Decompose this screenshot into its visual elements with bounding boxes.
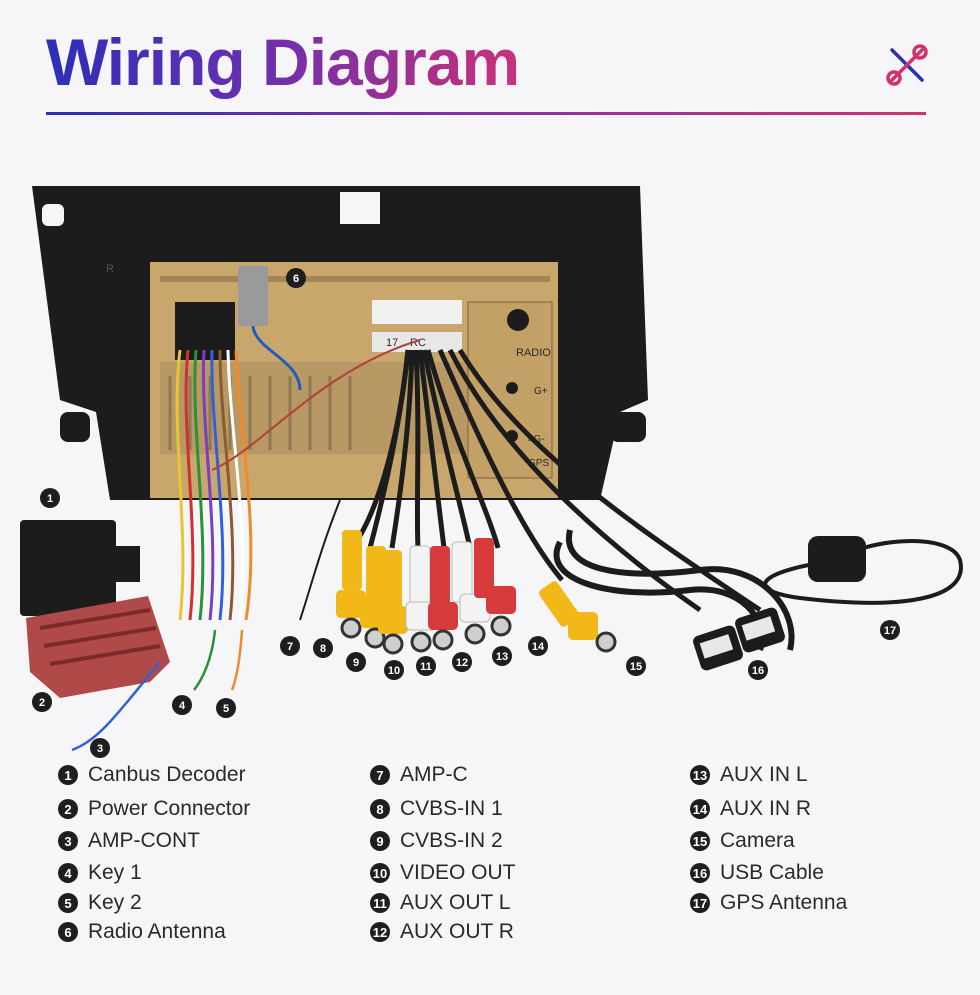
legend-item: 12 AUX OUT R (370, 920, 514, 944)
tools-icon (886, 44, 928, 86)
gps-antenna (763, 536, 963, 605)
callout-9: 9 (353, 657, 359, 669)
legend-number: 8 (370, 799, 390, 819)
callout-14: 14 (532, 641, 545, 653)
legend-number: 9 (370, 831, 390, 851)
legend-label: Key 1 (88, 861, 142, 884)
unit-label-gps: GPS (528, 458, 549, 469)
legend-label: AUX OUT R (400, 920, 514, 943)
legend-item: 7 AMP-C (370, 763, 468, 787)
legend-label: AUX IN L (720, 763, 808, 786)
legend-item: 2 Power Connector (58, 797, 250, 821)
unit-label-r: R (106, 263, 114, 275)
legend-label: Power Connector (88, 797, 251, 820)
canbus-decoder (20, 520, 116, 616)
legend-item: 1 Canbus Decoder (58, 763, 246, 787)
callout-6: 6 (293, 273, 299, 285)
legend-label: AUX IN R (720, 797, 812, 820)
legend-item: 16 USB Cable (690, 861, 824, 885)
legend-item: 10 VIDEO OUT (370, 861, 516, 885)
callout-10: 10 (388, 665, 400, 677)
legend-label: USB Cable (720, 861, 824, 884)
rca-bundle (299, 348, 762, 621)
legend-number: 16 (690, 863, 710, 883)
legend-label: Camera (720, 829, 795, 852)
legend-label: Radio Antenna (88, 920, 226, 943)
callout-2: 2 (39, 697, 45, 709)
legend-number: 3 (58, 831, 78, 851)
callout-7: 7 (287, 641, 293, 653)
unit-label-radio: RADIO (516, 347, 551, 359)
unit-label-17: 17 (386, 337, 398, 349)
usb-cables (553, 529, 795, 671)
legend-item: 11 AUX OUT L (370, 891, 510, 915)
callout-8: 8 (320, 643, 326, 655)
legend-number: 2 (58, 799, 78, 819)
callout-15: 15 (630, 661, 642, 673)
legend-number: 13 (690, 765, 710, 785)
power-connector (26, 596, 170, 698)
title-divider (46, 112, 926, 115)
legend-item: 14 AUX IN R (690, 797, 811, 821)
legend-label: AMP-CONT (88, 829, 200, 852)
legend-number: 1 (58, 765, 78, 785)
callout-12: 12 (456, 657, 468, 669)
legend-label: GPS Antenna (720, 891, 848, 914)
callout-5: 5 (223, 703, 229, 715)
legend-item: 8 CVBS-IN 1 (370, 797, 503, 821)
legend-label: Key 2 (88, 891, 142, 914)
legend-item: 15 Camera (690, 829, 795, 853)
legend-item: 13 AUX IN L (690, 763, 808, 787)
legend-item: 5 Key 2 (58, 891, 142, 915)
callout-3: 3 (97, 743, 103, 755)
legend-item: 4 Key 1 (58, 861, 142, 885)
callout-11: 11 (420, 661, 432, 673)
rca-plugs (336, 530, 617, 655)
legend-label: AUX OUT L (400, 891, 511, 914)
legend-label: CVBS-IN 1 (400, 797, 503, 820)
callout-16: 16 (752, 665, 764, 677)
legend-label: VIDEO OUT (400, 861, 516, 884)
callout-4: 4 (179, 700, 186, 712)
legend-item: 6 Radio Antenna (58, 920, 226, 944)
legend-number: 17 (690, 893, 710, 913)
legend-label: Canbus Decoder (88, 763, 246, 786)
legend-item: 3 AMP-CONT (58, 829, 200, 853)
legend-number: 10 (370, 863, 390, 883)
callout-13: 13 (496, 651, 508, 663)
power-harness-wires (175, 339, 421, 621)
legend-number: 11 (370, 893, 390, 913)
legend-number: 15 (690, 831, 710, 851)
legend-number: 5 (58, 893, 78, 913)
unit-label-rc: RC (410, 337, 426, 349)
legend-number: 12 (370, 922, 390, 942)
callout-17: 17 (884, 625, 896, 637)
legend-label: AMP-C (400, 763, 468, 786)
legend-number: 7 (370, 765, 390, 785)
legend-label: CVBS-IN 2 (400, 829, 503, 852)
legend-item: 17 GPS Antenna (690, 891, 847, 915)
legend-number: 4 (58, 863, 78, 883)
radio-antenna-plug (238, 266, 268, 326)
wiring-diagram: RADIO GPS 4G- G+ 17 RC R (20, 186, 963, 758)
legend-item: 9 CVBS-IN 2 (370, 829, 503, 853)
page-title: Wiring Diagram (46, 22, 520, 102)
callout-1: 1 (47, 493, 53, 505)
unit-label-g-plus: G+ (534, 386, 548, 397)
legend-number: 14 (690, 799, 710, 819)
legend-number: 6 (58, 922, 78, 942)
callouts: 1 2 3 4 5 6 7 8 9 10 11 12 13 14 15 16 1… (32, 268, 900, 758)
